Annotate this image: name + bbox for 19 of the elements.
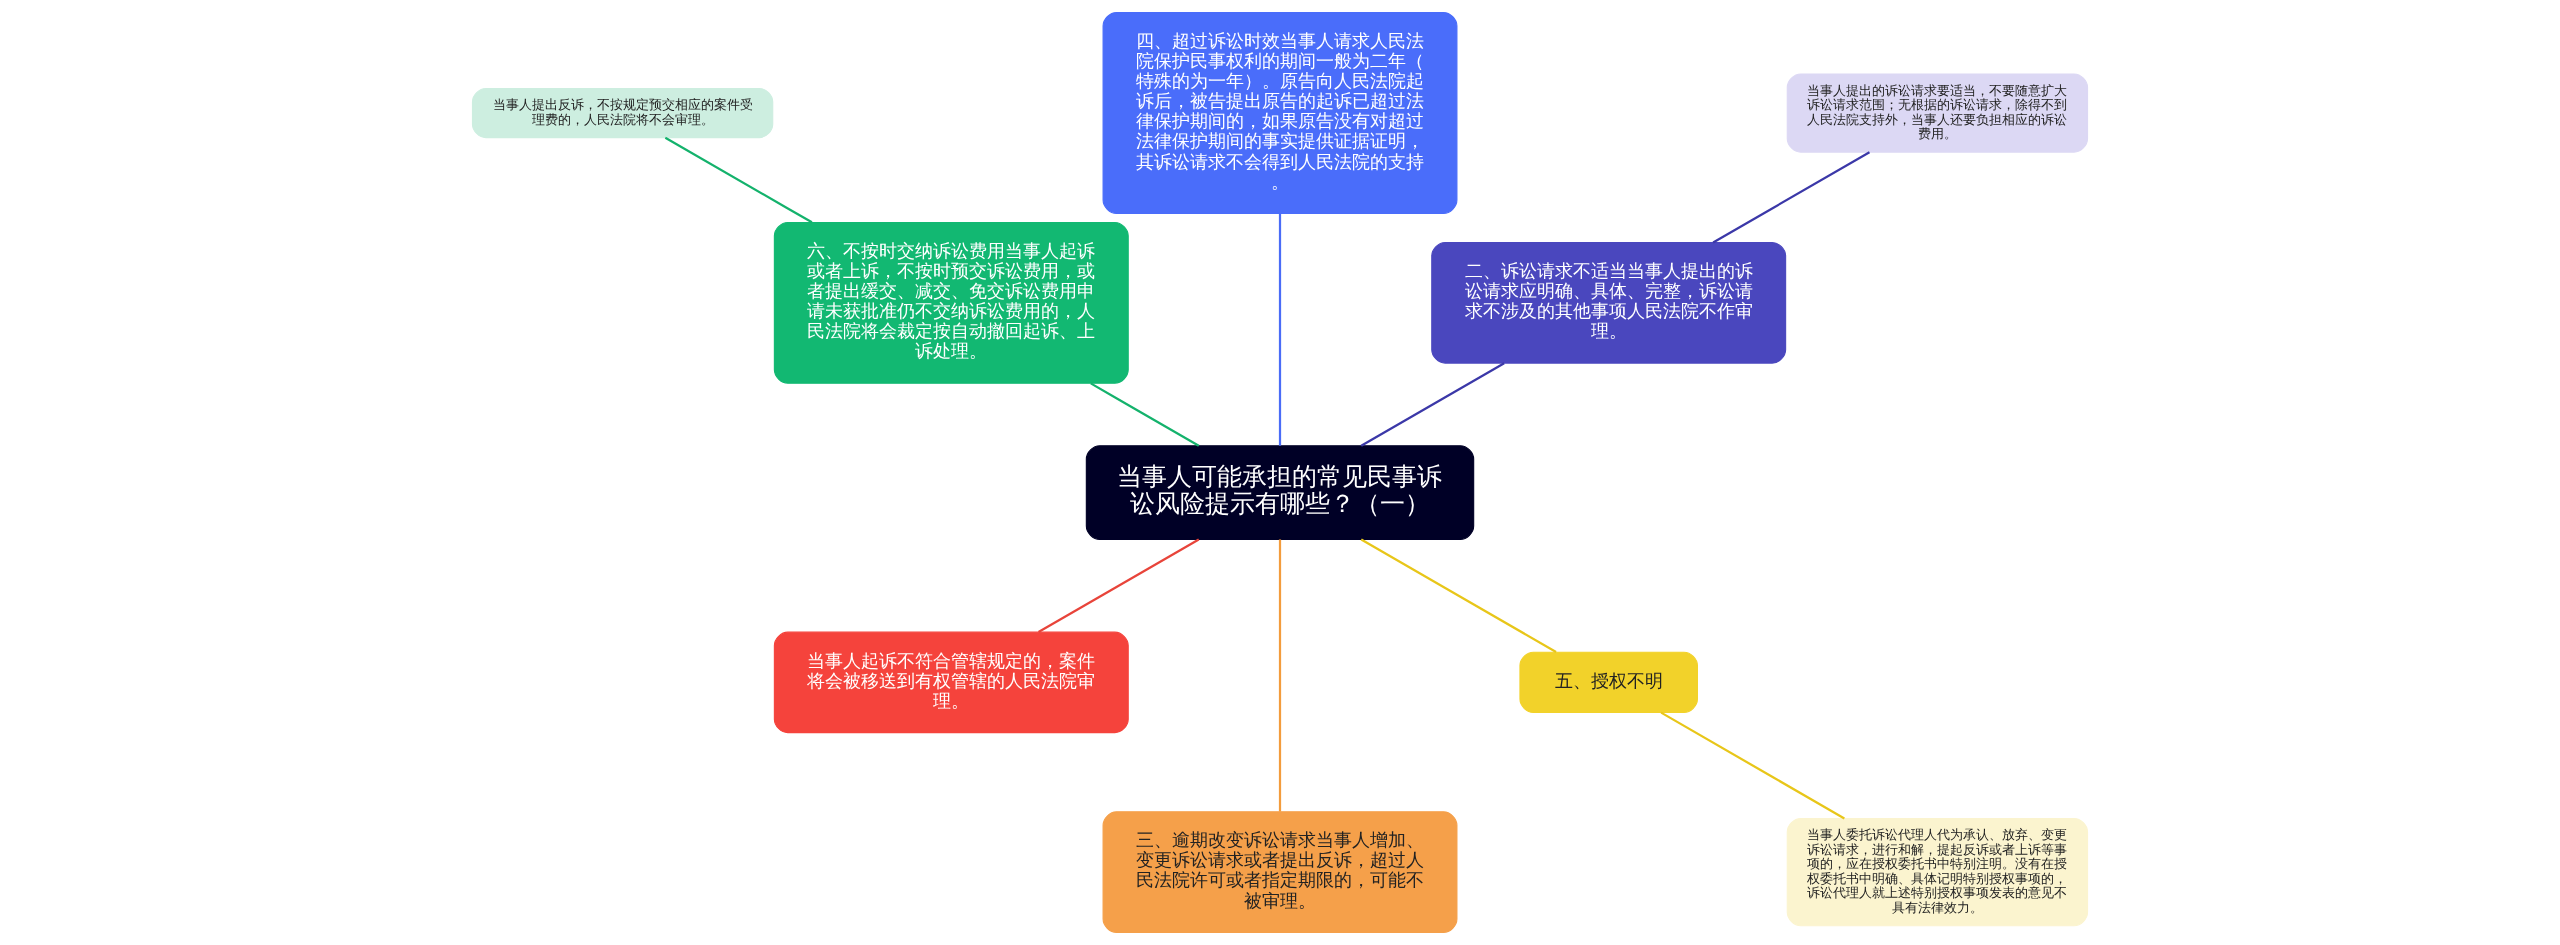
connector — [1037, 538, 1200, 633]
connector — [664, 136, 813, 224]
node-box: 当事人可能承担的常见民事诉讼风险提示有哪些？（一） — [1085, 445, 1475, 541]
node-box: 二、诉讼请求不适当当事人提出的诉讼请求应明确、具体、完整，诉讼请求不涉及的其他事项人民法院不作审理。 — [1431, 242, 1787, 364]
node-box: 六、不按时交纳诉讼费用当事人起诉或者上诉，不按时预交诉讼费用，或者提出缓交、减交、免交诉讼费用申请未获批准仍不交纳诉讼费用的，人民法院将会裁定按自动撤回起诉、上诉处理。 — [773, 221, 1129, 384]
node-box: 当事人提出反诉，不按规定预交相应的案件受理费的，人民法院将不会审理。 — [471, 87, 774, 139]
connector — [1712, 151, 1871, 244]
connector — [1360, 362, 1505, 447]
node-box: 四、超过诉讼时效当事人请求人民法院保护民事权利的期间一般为二年（特殊的为一年）。原告向人民法院起诉后，被告提出原告的起诉已超过法律保护期间的，如果原告没有对超过法律保护期间的事实提供证据证明，其诉讼请求不会得到人民法院的支持。 — [1102, 12, 1458, 215]
node-box: 当事人起诉不符合管辖规定的，案件将会被移送到有权管辖的人民法院审理。 — [773, 631, 1129, 734]
node-box: 当事人委托诉讼代理人代为承认、放弃、变更诉讼请求，进行和解，提起反诉或者上诉等事项的，应在授权委托书中特别注明。没有在授权委托书中明确、具体记明特别授权事项的，诉讼代理人就上述特别授权事项发表的意见不具有法律效力。 — [1786, 818, 2089, 927]
node-box: 五、授权不明 — [1519, 651, 1698, 714]
node-box: 三、逾期改变诉讼请求当事人增加、变更诉讼请求或者提出反诉，超过人民法院许可或者指定期限的，可能不被审理。 — [1102, 811, 1458, 933]
connector — [1360, 538, 1557, 653]
connector — [1278, 539, 1282, 812]
connector — [1278, 213, 1282, 446]
connector — [1660, 711, 1845, 820]
node-box: 当事人提出的诉讼请求要适当，不要随意扩大诉讼请求范围；无根据的诉讼请求，除得不到人民法院支持外，当事人还要负担相应的诉讼费用。 — [1786, 73, 2089, 153]
connector — [1090, 382, 1200, 447]
